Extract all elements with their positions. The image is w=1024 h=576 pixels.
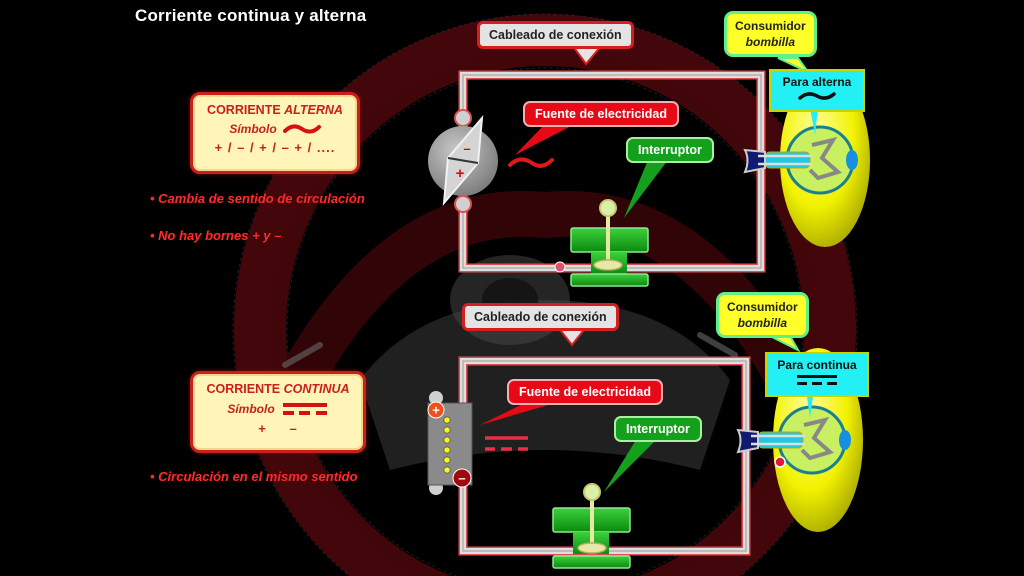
battery-plus-terminal: +	[432, 403, 440, 418]
ac-bulb-type-callout: Para alterna	[769, 69, 865, 112]
ac-switch-callout: Interruptor	[626, 137, 714, 163]
ac-symbol-label: Símbolo	[229, 122, 277, 136]
ac-info-heading: CORRIENTE ALTERNA	[207, 103, 343, 117]
ac-consumer-callout: Consumidor bombilla	[724, 11, 817, 57]
ac-source-callout-tail	[515, 124, 575, 155]
dc-lines-icon	[282, 403, 327, 415]
ac-bullet-2: • No hay bornes + y –	[150, 228, 282, 243]
ac-bulb-tilde-icon	[798, 92, 836, 100]
dc-bullet-1: • Circulación en el mismo sentido	[150, 469, 358, 484]
ac-bullet-1: • Cambia de sentido de circulación	[150, 191, 365, 206]
slide-title: Corriente continua y alterna	[135, 6, 367, 25]
ac-generator-icon: – +	[428, 114, 498, 207]
dc-symbol-label: Símbolo	[227, 402, 275, 416]
ac-generator-terminal-bottom	[454, 195, 472, 213]
dc-switch-icon	[552, 483, 631, 569]
dc-bulb-type-label: Para continua	[777, 358, 857, 372]
ac-polarity-sequence: + / – / + / – + / ....	[214, 140, 336, 155]
ac-info-box: CORRIENTE ALTERNA Símbolo + / – / + / – …	[190, 92, 360, 174]
dc-source-lines-icon	[485, 436, 528, 451]
ac-source-wave-icon	[508, 157, 554, 168]
dc-wiring-callout: Cableado de conexión	[462, 303, 619, 331]
ac-bulb-type-callout-tail	[810, 108, 818, 135]
ac-switch-icon	[570, 199, 649, 287]
dc-switch-callout-tail	[604, 440, 656, 492]
battery-minus-terminal: –	[458, 471, 465, 486]
dc-info-heading: CORRIENTE CONTINUA	[206, 382, 350, 396]
dc-source-callout-tail	[480, 403, 555, 425]
dc-bulb-lines-icon	[797, 375, 837, 385]
ac-generator-terminal-top	[454, 109, 472, 127]
dc-polarity-row: + –	[193, 421, 363, 436]
ac-bulb-type-label: Para alterna	[782, 75, 852, 89]
dc-consumer-callout: Consumidor bombilla	[716, 292, 809, 338]
dc-symbol-row: Símbolo	[193, 401, 363, 417]
ac-consumer-label: Consumidor	[735, 19, 806, 33]
ac-bulb-icon	[743, 73, 870, 247]
ac-generator-minus: –	[463, 141, 470, 156]
ac-consumer-callout-tail	[777, 57, 812, 75]
dc-source-callout: Fuente de electricidad	[507, 379, 663, 405]
tilde-wave-icon	[282, 124, 321, 134]
ac-switch-callout-tail	[624, 160, 668, 218]
ac-wiring-callout: Cableado de conexión	[477, 21, 634, 49]
dc-bulb-type-callout: Para continua	[765, 352, 869, 397]
dc-consumer-label: Consumidor	[727, 300, 798, 314]
ac-symbol-row: Símbolo	[193, 122, 357, 136]
dc-info-box: CORRIENTE CONTINUA Símbolo + –	[190, 371, 366, 453]
dc-minus-sign: –	[289, 421, 298, 436]
ac-wire-node	[554, 261, 566, 273]
ac-source-callout: Fuente de electricidad	[523, 101, 679, 127]
dc-plus-sign: +	[258, 421, 267, 436]
dc-consumer-sublabel: bombilla	[737, 316, 787, 330]
dc-bulb-type-callout-tail	[806, 390, 814, 418]
ac-type-label: ALTERNA	[284, 103, 343, 117]
dc-battery-icon: + –	[427, 391, 473, 495]
dc-type-label: CONTINUA	[283, 382, 350, 396]
dc-switch-callout: Interruptor	[614, 416, 702, 442]
ac-consumer-sublabel: bombilla	[745, 35, 795, 49]
ac-generator-plus: +	[456, 165, 465, 182]
